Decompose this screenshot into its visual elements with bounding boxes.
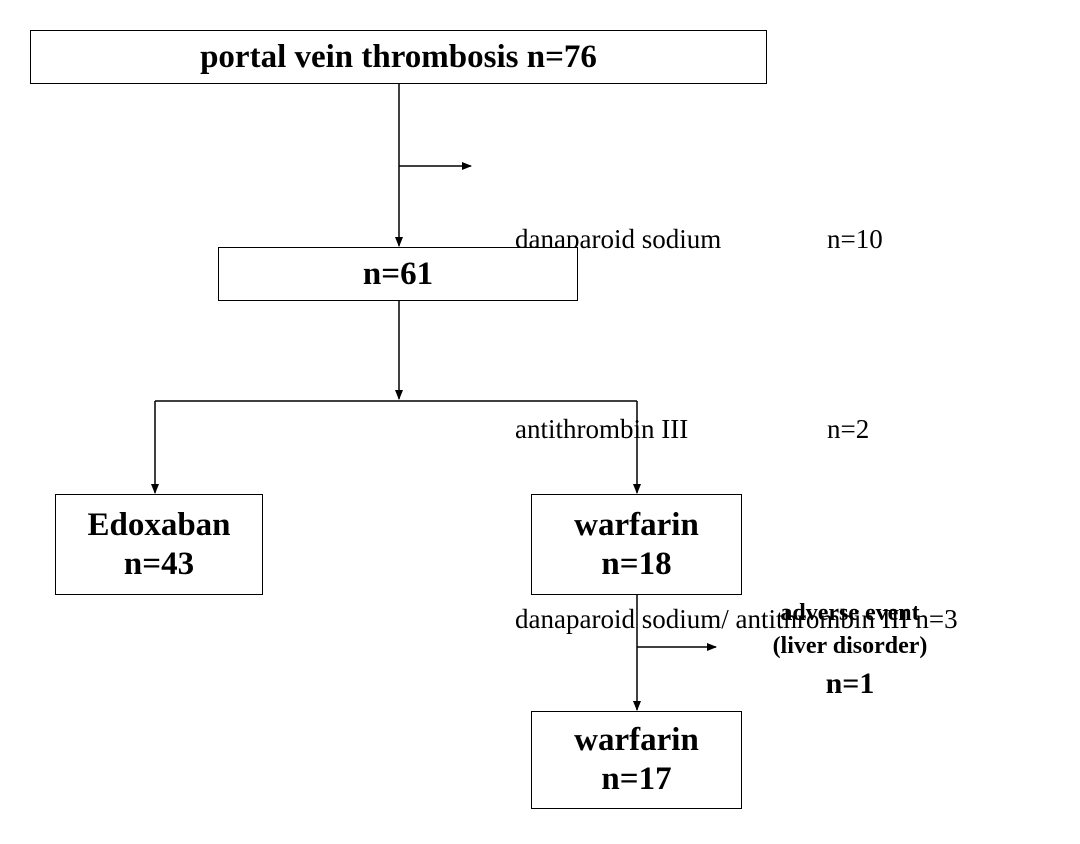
exclusion-drug: danaparoid sodium/ antithrombin III (515, 604, 909, 634)
edoxaban-label: Edoxaban (87, 506, 231, 543)
adverse-event-detail: (liver disorder) (772, 633, 928, 659)
exclusion-count: n=2 (827, 414, 870, 444)
root-box: portal vein thrombosis n=76 (30, 30, 767, 84)
final-warfarin-box: warfarin n=17 (531, 711, 742, 809)
exclusion-count: n=3 (915, 604, 958, 634)
warfarin-count: n=18 (601, 545, 672, 582)
edoxaban-box: Edoxaban n=43 (55, 494, 263, 595)
exclusion-row: antithrombin III n=2 (488, 372, 958, 486)
adverse-event-note: adverse event (liver disorder) n=1 (720, 597, 980, 705)
remaining-count: n=61 (362, 255, 434, 292)
adverse-event-count: n=1 (825, 667, 875, 700)
remaining-box: n=61 (218, 247, 578, 301)
exclusion-count: n=10 (827, 224, 883, 254)
final-warfarin-label: warfarin (574, 722, 699, 759)
warfarin-label: warfarin (574, 506, 699, 543)
warfarin-box: warfarin n=18 (531, 494, 742, 595)
root-title: portal vein thrombosis n=76 (200, 38, 597, 75)
edoxaban-count: n=43 (123, 545, 195, 582)
exclusion-drug: antithrombin III (515, 414, 689, 444)
adverse-event-label: adverse event (780, 600, 920, 626)
final-warfarin-count: n=17 (601, 761, 672, 797)
exclusion-row: danaparoid sodium/ antithrombin III n=3 (488, 562, 958, 676)
